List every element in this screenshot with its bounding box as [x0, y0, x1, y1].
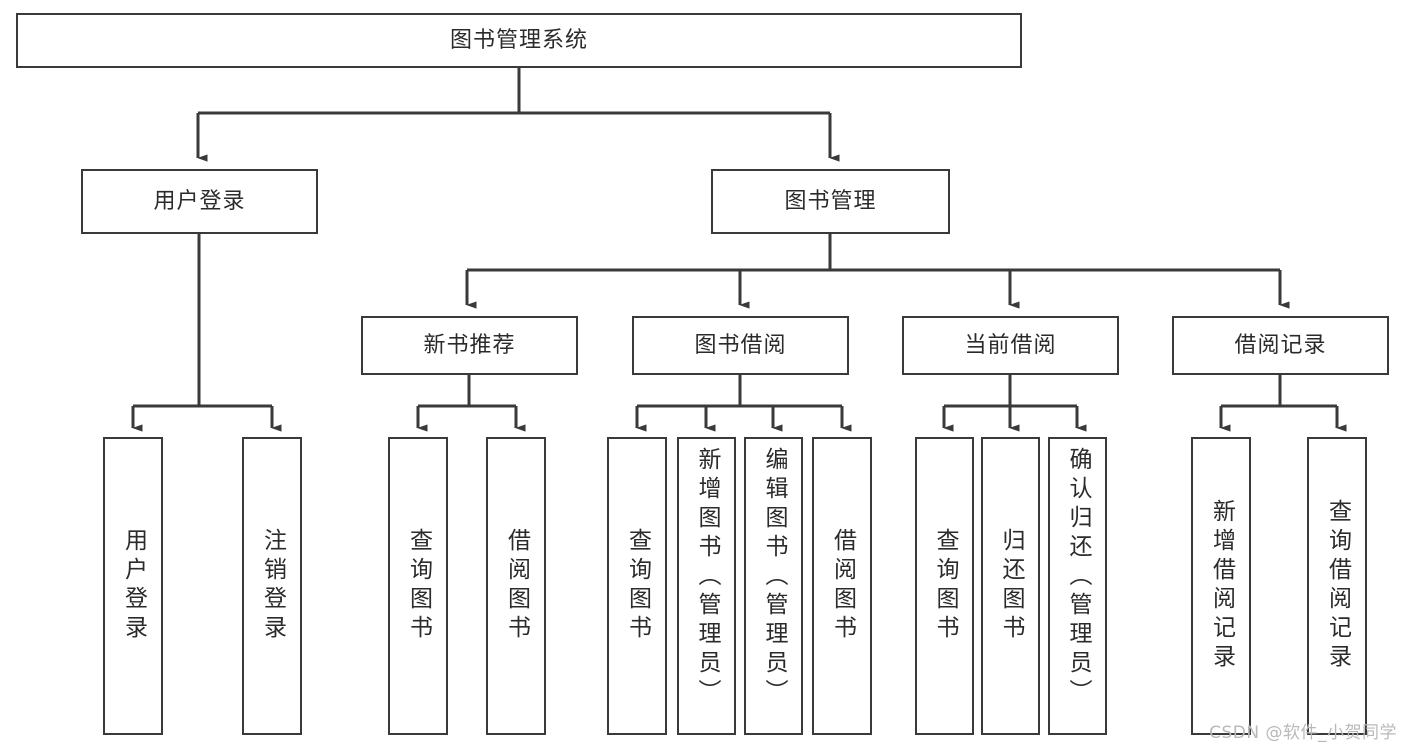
leaf-label: 新增借阅记录: [1208, 499, 1235, 673]
leaf-label: 借阅图书: [503, 528, 530, 644]
leaf-label: 新增图书（管理员）: [694, 447, 720, 708]
leaf-new-book-borrow-book[interactable]: 借阅图书: [486, 437, 546, 735]
leaf-label: 查询借阅记录: [1324, 499, 1351, 673]
leaf-label: 注销登录: [259, 528, 286, 644]
leaf-label: 查询图书: [932, 528, 958, 644]
node-book-management[interactable]: 图书管理: [711, 169, 950, 234]
leaf-label: 借阅图书: [829, 528, 856, 644]
leaf-book-borrow-borrow-book[interactable]: 借阅图书: [812, 437, 872, 735]
leaf-borrow-record-query-record[interactable]: 查询借阅记录: [1307, 437, 1367, 735]
leaf-label: 查询图书: [405, 528, 432, 644]
csdn-watermark: CSDN @软件_小贺同学: [1209, 723, 1397, 743]
leaf-current-borrow-return-book[interactable]: 归还图书: [981, 437, 1040, 735]
leaf-current-borrow-query-book[interactable]: 查询图书: [915, 437, 974, 735]
leaf-borrow-record-add-record[interactable]: 新增借阅记录: [1191, 437, 1251, 735]
node-root[interactable]: 图书管理系统: [16, 13, 1022, 68]
leaf-book-borrow-edit-book-admin[interactable]: 编辑图书（管理员）: [744, 437, 803, 735]
leaf-label: 编辑图书（管理员）: [761, 447, 787, 708]
leaf-new-book-query-book[interactable]: 查询图书: [388, 437, 448, 735]
node-new-book-recommend[interactable]: 新书推荐: [361, 316, 578, 375]
leaf-book-borrow-query-book[interactable]: 查询图书: [607, 437, 667, 735]
node-user-login[interactable]: 用户登录: [81, 169, 318, 234]
node-borrow-record[interactable]: 借阅记录: [1172, 316, 1389, 375]
leaf-current-borrow-confirm-return-admin[interactable]: 确认归还（管理员）: [1048, 437, 1107, 735]
leaf-label: 归还图书: [998, 528, 1024, 644]
leaf-user-login-logout[interactable]: 注销登录: [242, 437, 302, 735]
node-current-borrow[interactable]: 当前借阅: [902, 316, 1119, 375]
leaf-book-borrow-add-book-admin[interactable]: 新增图书（管理员）: [677, 437, 736, 735]
node-book-borrow[interactable]: 图书借阅: [632, 316, 849, 375]
leaf-user-login-login[interactable]: 用户登录: [103, 437, 163, 735]
leaf-label: 确认归还（管理员）: [1065, 447, 1091, 708]
leaf-label: 用户登录: [120, 528, 147, 644]
leaf-label: 查询图书: [624, 528, 651, 644]
